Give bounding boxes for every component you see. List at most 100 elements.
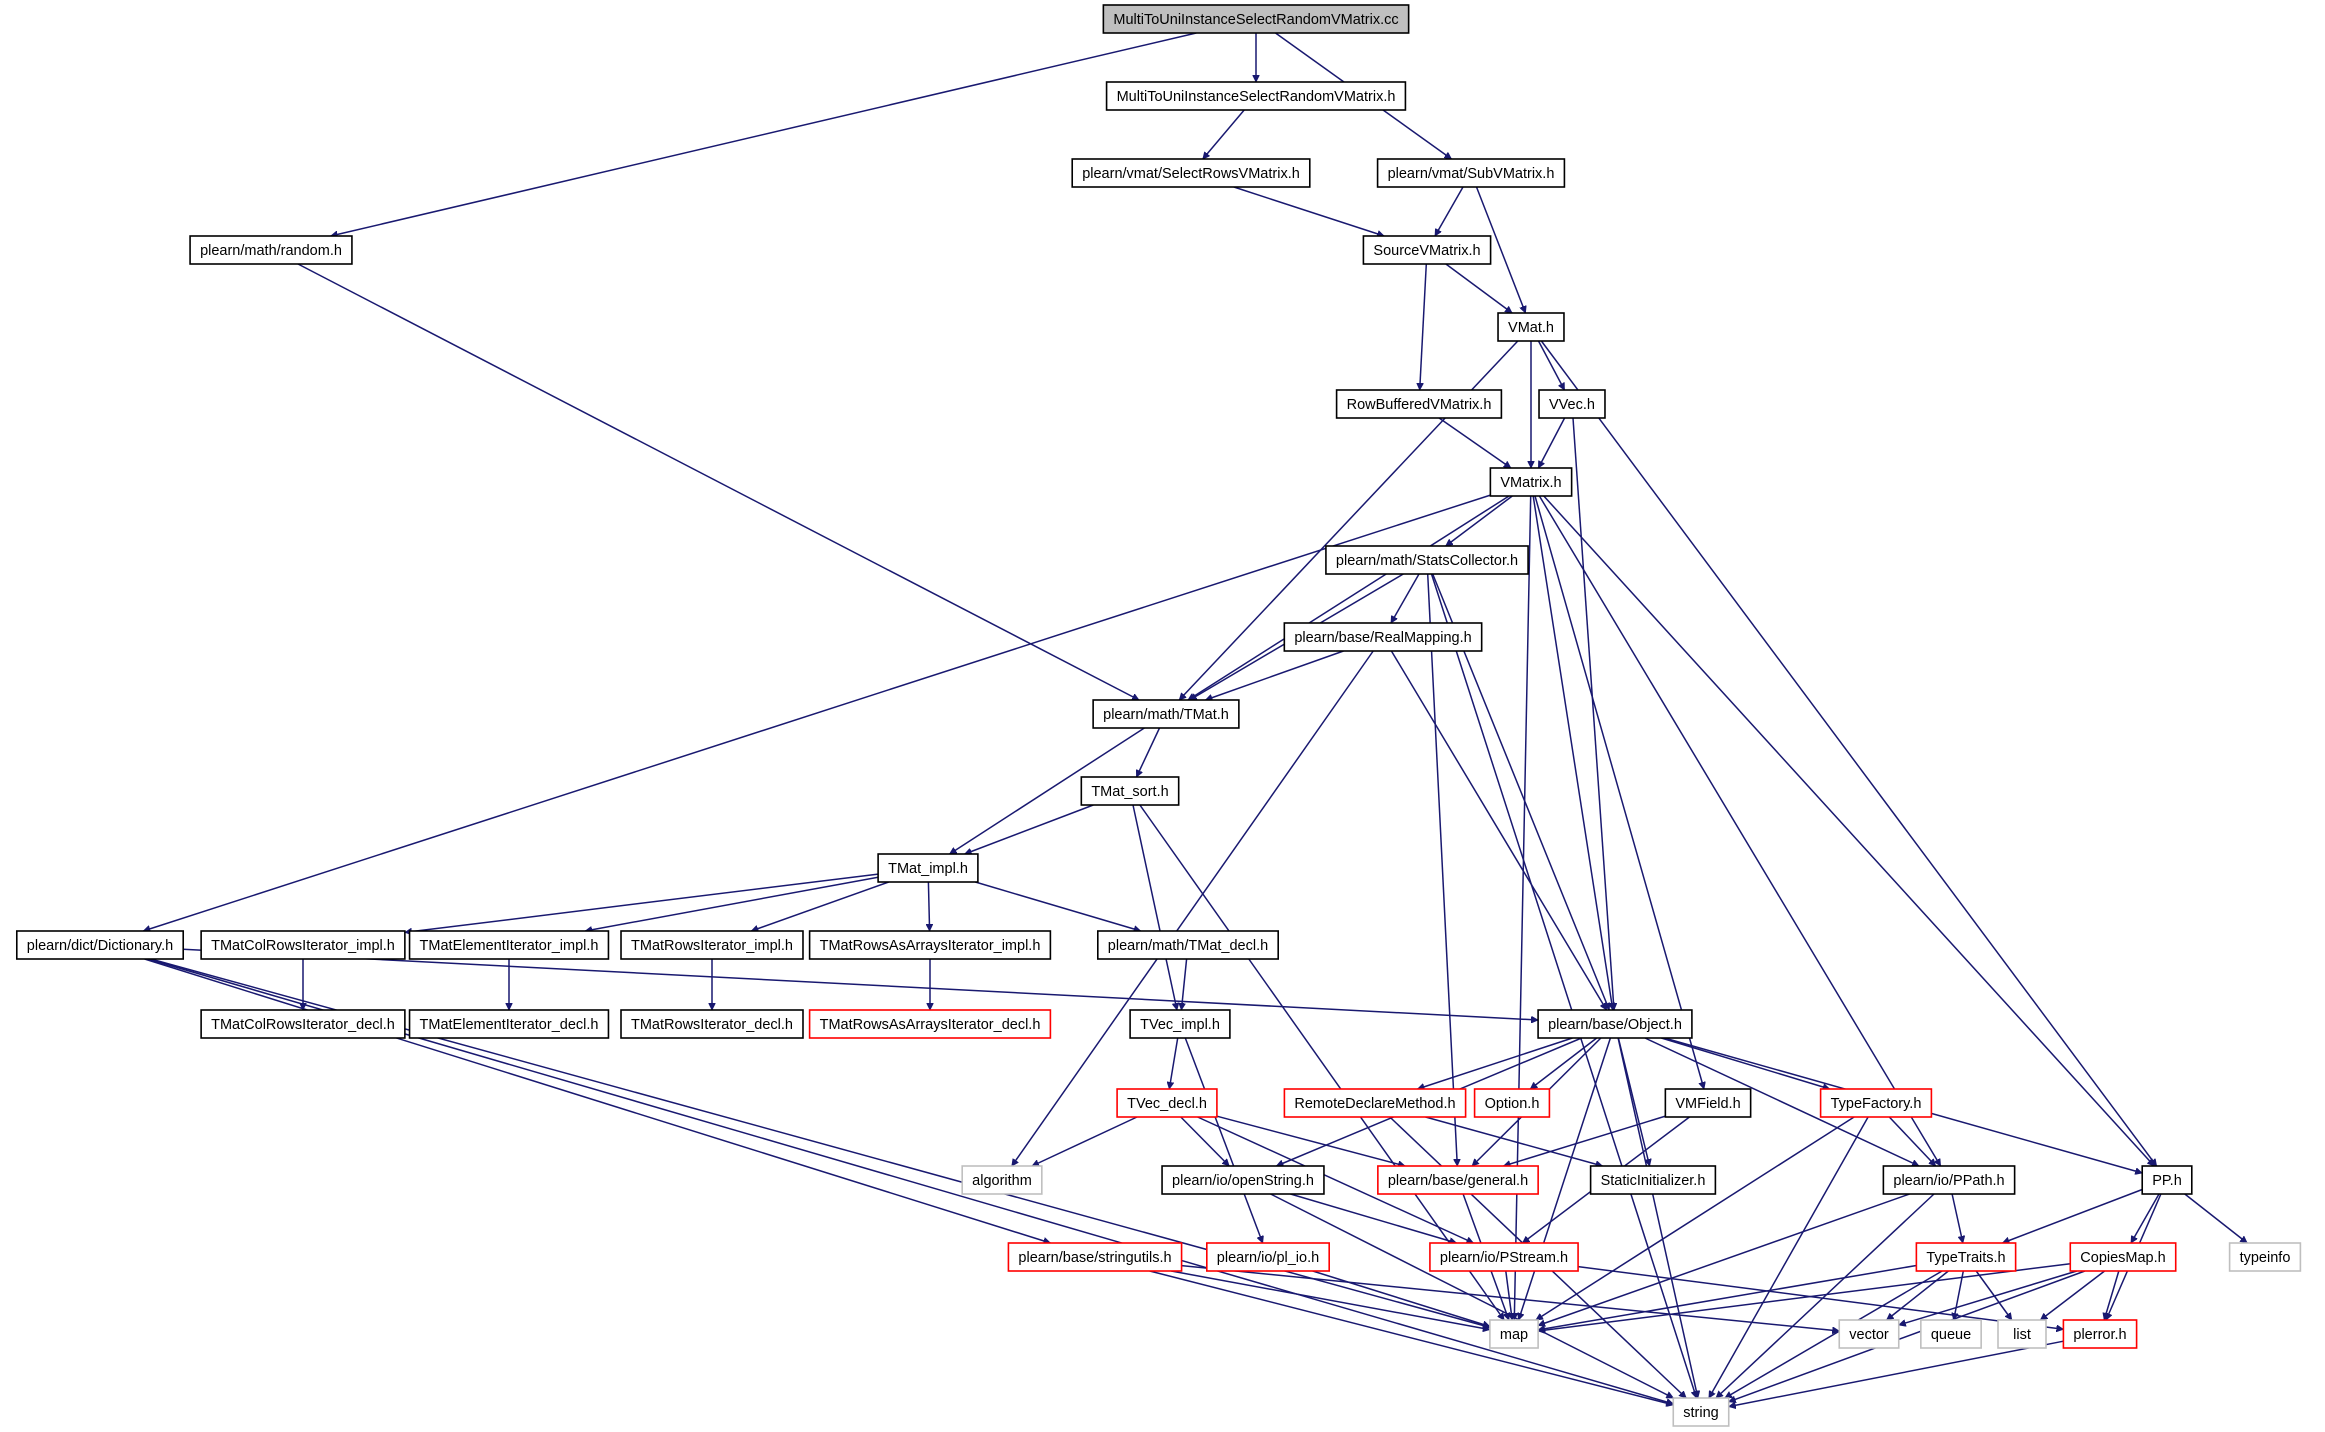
edge-object-to-ppath: [1644, 1037, 1919, 1167]
edge-object-to-map: [1519, 1037, 1612, 1320]
node-plerror[interactable]: plerror.h: [2062, 1319, 2138, 1349]
node-rowsit[interactable]: TMatRowsIterator_impl.h: [620, 930, 804, 960]
node-vmfield[interactable]: VMField.h: [1664, 1088, 1752, 1118]
edge-dict-to-object: [183, 948, 1538, 1020]
edge-vmatrix-to-object: [1532, 495, 1613, 1010]
edge-tvecimpl-to-plio: [1184, 1037, 1262, 1243]
edge-strutils-to-map: [1171, 1270, 1490, 1330]
node-box: [15, 930, 185, 960]
edge-vmatrix-to-tmat: [1188, 495, 1510, 701]
node-general[interactable]: plearn/base/general.h: [1377, 1165, 1539, 1195]
node-tmatimpl[interactable]: TMat_impl.h: [877, 853, 979, 883]
node-box: [1497, 312, 1565, 342]
edge-pp-to-typetraits: [2003, 1188, 2143, 1244]
node-box: [620, 1009, 804, 1039]
node-label: plearn/math/StatsCollector.h: [1336, 553, 1518, 569]
node-box: [1080, 776, 1180, 806]
edge-object-to-staticinit: [1617, 1037, 1649, 1166]
node-queue[interactable]: queue: [1920, 1319, 1982, 1349]
node-tmat[interactable]: plearn/math/TMat.h: [1092, 699, 1240, 729]
node-tvecdecl[interactable]: TVec_decl.h: [1116, 1088, 1218, 1118]
node-remote[interactable]: RemoteDeclareMethod.h: [1283, 1088, 1467, 1118]
node-box: [1377, 1165, 1539, 1195]
node-selrows[interactable]: plearn/vmat/SelectRowsVMatrix.h: [1071, 158, 1311, 188]
node-colrowsd[interactable]: TMatColRowsIterator_decl.h: [200, 1009, 406, 1039]
node-typeinfo[interactable]: typeinfo: [2228, 1242, 2302, 1272]
node-box: [2069, 1242, 2177, 1272]
edge-openstr-to-pstream: [1290, 1193, 1457, 1243]
node-elemit[interactable]: TMatElementIterator_impl.h: [408, 930, 610, 960]
node-typefac[interactable]: TypeFactory.h: [1819, 1088, 1933, 1118]
node-rowsitd[interactable]: TMatRowsIterator_decl.h: [620, 1009, 804, 1039]
node-plio[interactable]: plearn/io/pl_io.h: [1206, 1242, 1330, 1272]
edge-object-to-remote: [1418, 1037, 1573, 1089]
node-box: [877, 853, 979, 883]
node-realmap[interactable]: plearn/base/RealMapping.h: [1283, 622, 1483, 652]
node-box: [1283, 622, 1483, 652]
node-label: map: [1500, 1327, 1528, 1343]
node-string[interactable]: string: [1672, 1397, 1730, 1427]
node-vmatrix[interactable]: VMatrix.h: [1489, 467, 1573, 497]
edge-typetraits-to-string: [1725, 1270, 1943, 1399]
node-box: [1920, 1319, 1982, 1349]
node-option[interactable]: Option.h: [1473, 1088, 1551, 1118]
node-subv[interactable]: plearn/vmat/SubVMatrix.h: [1376, 158, 1566, 188]
node-pstream[interactable]: plearn/io/PStream.h: [1429, 1242, 1579, 1272]
edge-tmatimpl-to-tmatdecl: [975, 881, 1140, 931]
node-mtuh[interactable]: MultiToUniInstanceSelectRandomVMatrix.h: [1105, 81, 1407, 111]
node-sourcev[interactable]: SourceVMatrix.h: [1362, 235, 1492, 265]
node-dict[interactable]: plearn/dict/Dictionary.h: [15, 930, 185, 960]
edge-tmatimpl-to-colrows: [405, 873, 879, 932]
node-label: Option.h: [1485, 1096, 1540, 1112]
node-box: [1489, 1319, 1539, 1349]
node-label: SourceVMatrix.h: [1373, 243, 1480, 259]
node-label: plearn/math/TMat.h: [1103, 707, 1229, 723]
edge-selrows-to-sourcev: [1233, 186, 1384, 236]
node-tmatdecl[interactable]: plearn/math/TMat_decl.h: [1097, 930, 1279, 960]
node-elemitd[interactable]: TMatElementIterator_decl.h: [408, 1009, 610, 1039]
node-tvecimpl[interactable]: TVec_impl.h: [1129, 1009, 1231, 1039]
node-random[interactable]: plearn/math/random.h: [189, 235, 353, 265]
edge-tmatimpl-to-rowsit: [751, 881, 889, 931]
node-stats[interactable]: plearn/math/StatsCollector.h: [1325, 545, 1529, 575]
edge-remote-to-staticinit: [1425, 1116, 1603, 1166]
node-rowbuf[interactable]: RowBufferedVMatrix.h: [1335, 389, 1503, 419]
node-vmat[interactable]: VMat.h: [1497, 312, 1565, 342]
node-label: plearn/base/RealMapping.h: [1294, 630, 1471, 646]
node-staticinit[interactable]: StaticInitializer.h: [1589, 1165, 1717, 1195]
node-copiesmap[interactable]: CopiesMap.h: [2069, 1242, 2177, 1272]
edge-stats-to-string: [1430, 573, 1697, 1398]
node-rowsarr[interactable]: TMatRowsAsArraysIterator_impl.h: [808, 930, 1052, 960]
node-tmatsort[interactable]: TMat_sort.h: [1080, 776, 1180, 806]
node-box: [1537, 1009, 1693, 1039]
node-vector[interactable]: vector: [1838, 1319, 1900, 1349]
node-object[interactable]: plearn/base/Object.h: [1537, 1009, 1693, 1039]
node-box: [1819, 1088, 1933, 1118]
node-vvec[interactable]: VVec.h: [1538, 389, 1606, 419]
edge-ppath-to-map: [1538, 1193, 1910, 1326]
node-label: TVec_impl.h: [1140, 1017, 1220, 1033]
node-box: [808, 930, 1052, 960]
node-algorithm[interactable]: algorithm: [961, 1165, 1043, 1195]
node-rowsarrd[interactable]: TMatRowsAsArraysIterator_decl.h: [808, 1009, 1052, 1039]
node-box: [1915, 1242, 2017, 1272]
node-map[interactable]: map: [1489, 1319, 1539, 1349]
edge-subv-to-vmat: [1475, 186, 1526, 313]
node-box: [1376, 158, 1566, 188]
node-pp[interactable]: PP.h: [2141, 1165, 2193, 1195]
edge-object-to-option: [1530, 1037, 1598, 1090]
node-colrows[interactable]: TMatColRowsIterator_impl.h: [200, 930, 406, 960]
node-label: list: [2013, 1327, 2031, 1343]
node-box: [1206, 1242, 1330, 1272]
edge-tmatsort-to-map: [1139, 804, 1505, 1320]
node-strutils[interactable]: plearn/base/stringutils.h: [1007, 1242, 1183, 1272]
node-ppath[interactable]: plearn/io/PPath.h: [1882, 1165, 2016, 1195]
node-box: [1589, 1165, 1717, 1195]
node-root[interactable]: MultiToUniInstanceSelectRandomVMatrix.cc: [1102, 4, 1410, 34]
edge-strutils-to-vector: [1181, 1264, 1840, 1331]
node-openstr[interactable]: plearn/io/openString.h: [1161, 1165, 1325, 1195]
edge-copiesmap-to-plerror: [2104, 1270, 2120, 1320]
node-list[interactable]: list: [1997, 1319, 2047, 1349]
node-box: [2141, 1165, 2193, 1195]
node-typetraits[interactable]: TypeTraits.h: [1915, 1242, 2017, 1272]
